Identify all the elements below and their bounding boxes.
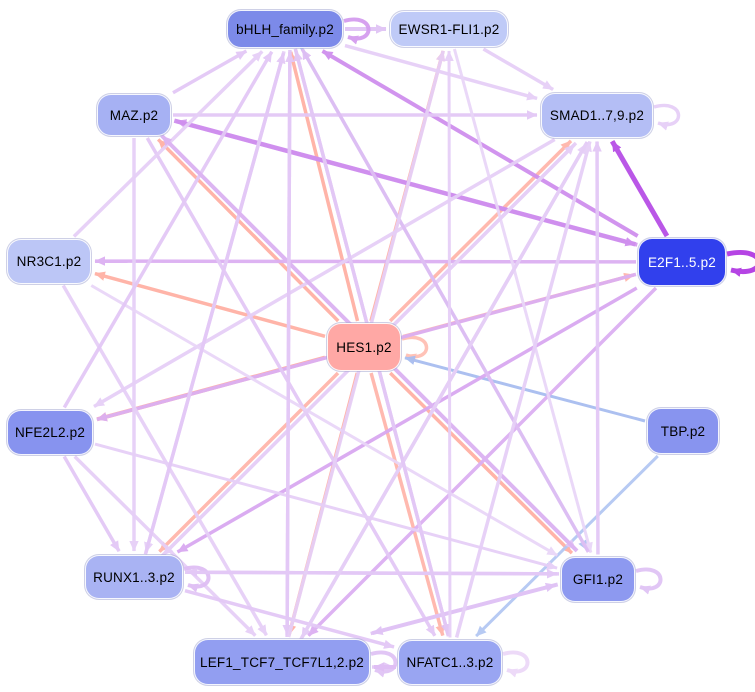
edge-NFE2L2.p2-to-bHLH_family.p2: [62, 50, 274, 409]
edge-GFI1.p2-to-RUNX1..3.p2: [186, 567, 560, 577]
edge-LEF1_TCF7_TCF7L1,2.p2-to-bHLH_family.p2: [285, 51, 295, 638]
edge-HES1.p2-to-HES1.p2: [401, 335, 429, 363]
edge-RUNX1..3.p2-to-bHLH_family.p2: [143, 52, 286, 555]
edge-HES1.p2-to-bHLH_family.p2: [288, 51, 360, 322]
edge-MAZ.p2-to-E2F1..5.p2: [173, 118, 636, 247]
edge-NFATC1..3.p2-to-SMAD1..7,9.p2: [454, 140, 592, 638]
node-hes1-p2[interactable]: HES1.p2: [327, 323, 401, 371]
node-gfi1-p2[interactable]: GFI1.p2: [561, 556, 635, 602]
node-ewsr1-fli1-p2[interactable]: EWSR1-FLI1.p2: [390, 11, 508, 47]
edge-NFE2L2.p2-to-LEF1_TCF7_TCF7L1,2.p2: [73, 455, 257, 637]
edge-RUNX1..3.p2-to-NFATC1..3.p2: [184, 589, 395, 649]
edge-HES1.p2-to-SMAD1..7,9.p2: [388, 139, 573, 323]
edge-NR3C1.p2-to-LEF1_TCF7_TCF7L1,2.p2: [61, 284, 268, 637]
edge-E2F1..5.p2-to-NR3C1.p2: [94, 256, 637, 266]
edge-GFI1.p2-to-bHLH_family.p2: [300, 48, 590, 553]
edge-NFATC1..3.p2-to-NFATC1..3.p2: [502, 650, 530, 678]
node-label: NFE2L2.p2: [14, 424, 86, 440]
node-label: MAZ.p2: [109, 107, 159, 123]
node-label: RUNX1..3.p2: [93, 569, 175, 585]
node-label: HES1.p2: [336, 339, 392, 355]
edge-E2F1..5.p2-to-E2F1..5.p2: [726, 250, 755, 277]
node-e2f1-5-p2[interactable]: E2F1..5.p2: [638, 238, 726, 286]
node-nr3c1-p2[interactable]: NR3C1.p2: [7, 238, 91, 284]
edge-MAZ.p2-to-NFATC1..3.p2: [145, 137, 437, 637]
edge-LEF1_TCF7_TCF7L1,2.p2-to-SMAD1..7,9.p2: [299, 142, 588, 641]
node-bhlh-family-p2[interactable]: bHLH_family.p2: [227, 10, 343, 48]
edge-NR3C1.p2-to-GFI1.p2: [90, 284, 559, 557]
node-tbp-p2[interactable]: TBP.p2: [647, 408, 719, 454]
edge-HES1.p2-to-RUNX1..3.p2: [158, 371, 340, 553]
node-label: E2F1..5.p2: [647, 254, 717, 270]
node-label: TBP.p2: [660, 423, 706, 439]
edge-SMAD1..7,9.p2-to-NFE2L2.p2: [93, 137, 556, 409]
node-label: EWSR1-FLI1.p2: [398, 21, 500, 37]
node-smad1-7-9-p2[interactable]: SMAD1..7,9.p2: [541, 92, 653, 138]
node-label: bHLH_family.p2: [236, 21, 334, 37]
node-runx1-3-p2[interactable]: RUNX1..3.p2: [85, 555, 183, 599]
edge-bHLH_family.p2-to-bHLH_family.p2: [343, 17, 371, 45]
node-lef1-tcf7-tcf7l1-2-p2[interactable]: LEF1_TCF7_TCF7L1,2.p2: [194, 639, 370, 685]
edge-EWSR1-FLI1.p2-to-SMAD1..7,9.p2: [482, 47, 554, 92]
node-nfatc1-3-p2[interactable]: NFATC1..3.p2: [398, 639, 502, 685]
edge-HES1.p2-to-MAZ.p2: [156, 138, 340, 323]
node-label: NFATC1..3.p2: [406, 654, 494, 670]
edge-NFE2L2.p2-to-RUNX1..3.p2: [62, 455, 121, 553]
node-label: NR3C1.p2: [16, 253, 82, 269]
node-label: GFI1.p2: [572, 571, 624, 587]
edge-RUNX1..3.p2-to-RUNX1..3.p2: [183, 565, 211, 593]
edge-NFATC1..3.p2-to-EWSR1-FLI1.p2: [444, 50, 454, 638]
edge-GFI1.p2-to-GFI1.p2: [635, 567, 663, 595]
edge-SMAD1..7,9.p2-to-SMAD1..7,9.p2: [653, 103, 681, 131]
edge-GFI1.p2-to-SMAD1..7,9.p2: [592, 141, 602, 555]
edge-E2F1..5.p2-to-SMAD1..7,9.p2: [610, 139, 670, 238]
edge-HES1.p2-to-NFATC1..3.p2: [369, 372, 445, 637]
edge-EWSR1-FLI1.p2-to-GFI1.p2: [452, 48, 593, 554]
node-label: SMAD1..7,9.p2: [549, 107, 645, 123]
node-label: LEF1_TCF7_TCF7L1,2.p2: [199, 654, 365, 670]
node-nfe2l2-p2[interactable]: NFE2L2.p2: [7, 409, 93, 455]
edge-MAZ.p2-to-bHLH_family.p2: [172, 49, 248, 95]
edge-E2F1..5.p2-to-RUNX1..3.p2: [176, 286, 638, 554]
edge-bHLH_family.p2-to-SMAD1..7,9.p2: [344, 43, 538, 101]
node-maz-p2[interactable]: MAZ.p2: [97, 94, 171, 136]
